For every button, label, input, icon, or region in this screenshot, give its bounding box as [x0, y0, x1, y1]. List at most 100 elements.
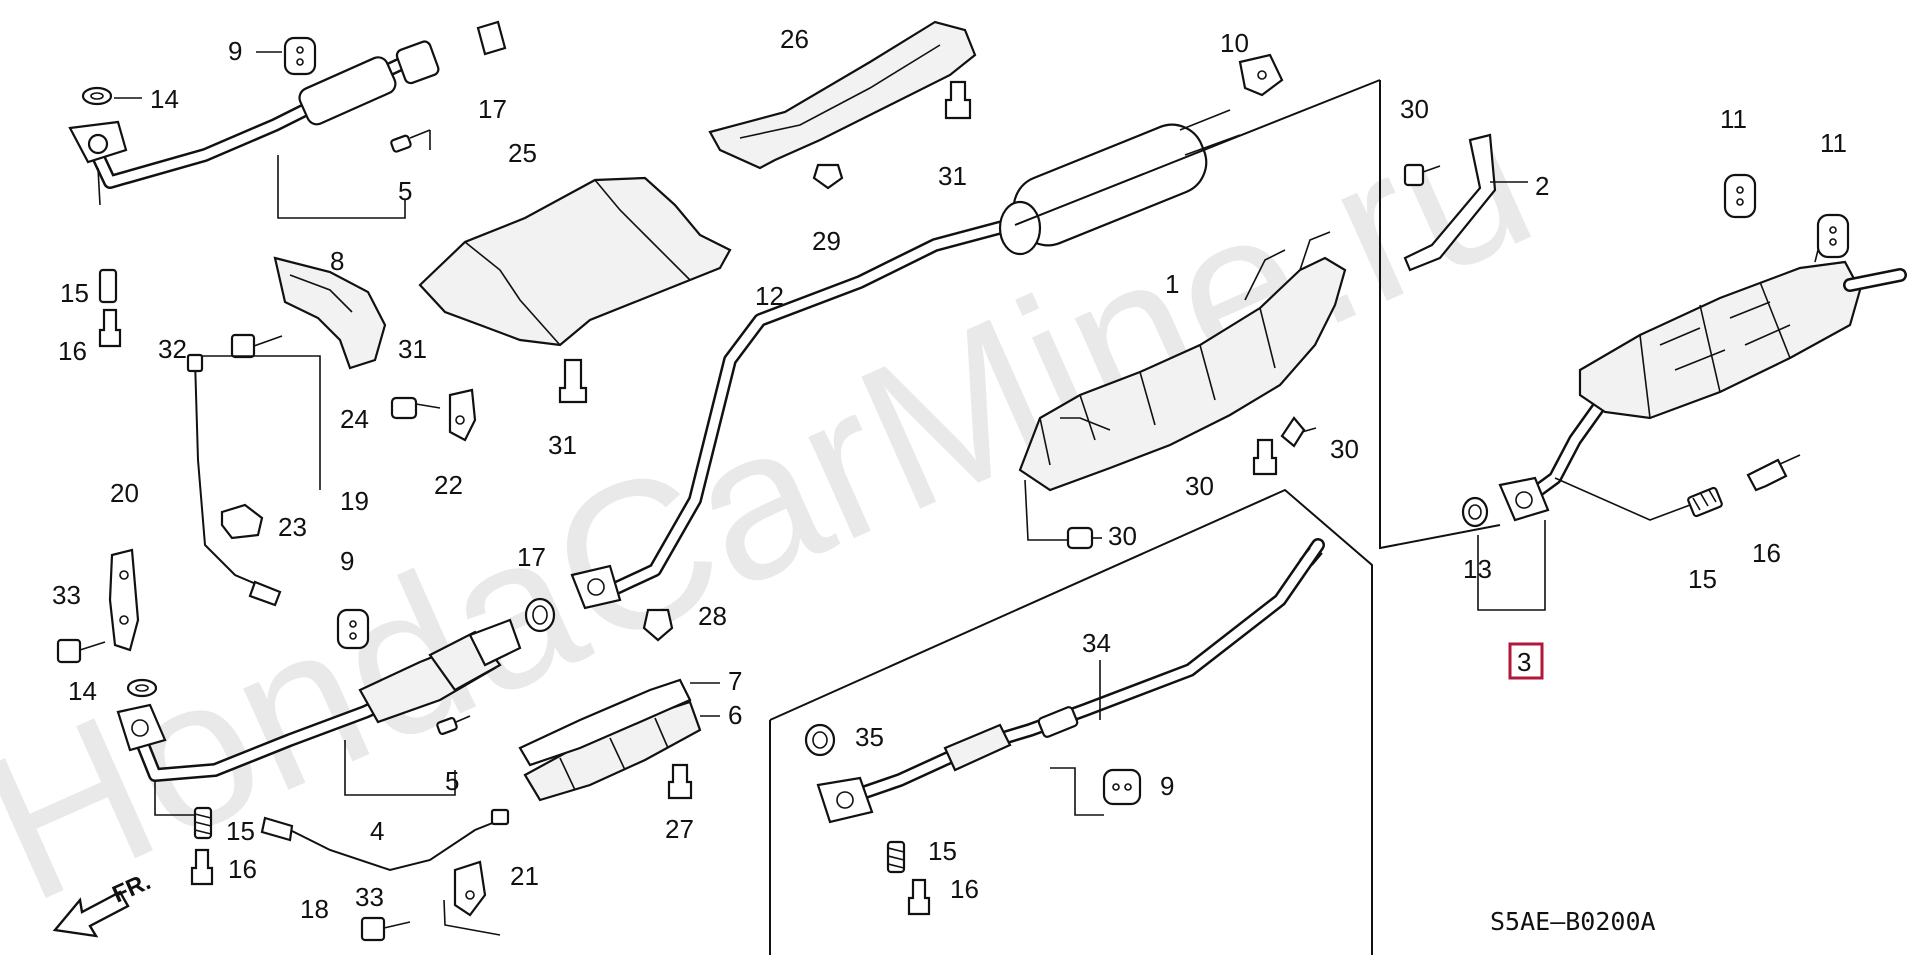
callout-16-bottom[interactable]: 16 — [228, 854, 257, 884]
bolt-5-bottom[interactable] — [436, 715, 471, 735]
heat-shield-25[interactable] — [418, 176, 732, 347]
pipe-34[interactable] — [816, 538, 1325, 824]
heat-shield-1[interactable] — [1018, 231, 1347, 492]
bolt-31-top[interactable] — [944, 80, 972, 120]
spring-15-center[interactable] — [886, 840, 906, 874]
flange-bracket-10[interactable] — [1238, 53, 1284, 97]
ring-35[interactable] — [804, 723, 836, 757]
spring-15-right[interactable] — [1687, 486, 1723, 518]
bolt-32[interactable] — [230, 333, 283, 359]
oxygen-sensor-19[interactable] — [186, 353, 282, 607]
callout-12[interactable]: 12 — [755, 281, 784, 311]
heat-shield-26[interactable] — [708, 20, 977, 170]
callout-24[interactable]: 24 — [340, 404, 369, 434]
callout-15-right[interactable]: 15 — [1688, 564, 1717, 594]
clip-23[interactable] — [220, 503, 264, 540]
gasket-13[interactable] — [1461, 496, 1489, 528]
callout-5-bottom[interactable]: 5 — [445, 766, 459, 796]
callout-16-center[interactable]: 16 — [950, 874, 979, 904]
callout-33-top[interactable]: 33 — [52, 580, 81, 610]
callout-9-mid[interactable]: 9 — [340, 546, 354, 576]
heat-shield-24[interactable] — [273, 256, 387, 370]
bracket-20[interactable] — [108, 548, 140, 652]
bolt-31-left[interactable] — [390, 396, 441, 420]
callout-27[interactable]: 27 — [665, 814, 694, 844]
callout-15-center[interactable]: 15 — [928, 836, 957, 866]
callout-6[interactable]: 6 — [728, 700, 742, 730]
callout-23[interactable]: 23 — [278, 512, 307, 542]
bolt-16-center[interactable] — [907, 878, 931, 916]
bolt-5-top[interactable] — [390, 129, 431, 153]
bolt-16-bottom[interactable] — [190, 848, 214, 886]
gasket-14-top[interactable] — [81, 86, 113, 106]
rubber-mount-9-bottom[interactable] — [1102, 768, 1142, 806]
callout-7[interactable]: 7 — [728, 666, 742, 696]
callout-33-bottom[interactable]: 33 — [355, 882, 384, 912]
front-pipe-assembly-top[interactable] — [68, 40, 440, 206]
bolt-27[interactable] — [667, 763, 693, 800]
rubber-mount-11-a[interactable] — [1723, 173, 1757, 219]
nut-29[interactable] — [812, 163, 844, 190]
bolt-33-bottom[interactable] — [360, 916, 411, 942]
callout-30-c[interactable]: 30 — [1330, 434, 1359, 464]
callout-31-mid[interactable]: 31 — [548, 430, 577, 460]
callout-18[interactable]: 18 — [300, 894, 329, 924]
callout-13[interactable]: 13 — [1463, 554, 1492, 584]
rubber-mount-11-b[interactable] — [1816, 213, 1850, 259]
callout-21[interactable]: 21 — [510, 861, 539, 891]
bolt-31-mid[interactable] — [558, 358, 588, 404]
bolt-30-a[interactable] — [1403, 163, 1441, 187]
callout-20[interactable]: 20 — [110, 478, 139, 508]
callout-16-top[interactable]: 16 — [58, 336, 87, 366]
callout-30-a[interactable]: 30 — [1400, 94, 1429, 124]
callout-26[interactable]: 26 — [780, 24, 809, 54]
callout-34[interactable]: 34 — [1082, 628, 1111, 658]
callout-25[interactable]: 25 — [508, 138, 537, 168]
bolt-30-c[interactable] — [1280, 416, 1317, 448]
callout-31-top[interactable]: 31 — [938, 161, 967, 191]
callout-35[interactable]: 35 — [855, 722, 884, 752]
callout-1[interactable]: 1 — [1165, 269, 1179, 299]
callout-15-bottom[interactable]: 15 — [226, 816, 255, 846]
bolt-16-right[interactable] — [1746, 454, 1801, 492]
callout-28[interactable]: 28 — [698, 601, 727, 631]
callout-5-top[interactable]: 5 — [398, 176, 412, 206]
callout-11-b[interactable]: 11 — [1820, 128, 1847, 158]
bolt-33-top[interactable] — [56, 638, 106, 664]
hanger-bracket-2[interactable] — [1403, 133, 1497, 272]
ring-17-top[interactable] — [476, 20, 507, 56]
callout-32[interactable]: 32 — [158, 334, 187, 364]
muffler-assembly-3[interactable] — [1498, 239, 1907, 522]
callout-31-left[interactable]: 31 — [398, 334, 427, 364]
gasket-14-bottom[interactable] — [126, 678, 158, 698]
callout-9-top[interactable]: 9 — [228, 36, 242, 66]
bracket-21[interactable] — [453, 860, 487, 917]
callout-3[interactable]: 3 — [1517, 647, 1531, 677]
callout-22[interactable]: 22 — [434, 470, 463, 500]
callout-10[interactable]: 10 — [1220, 28, 1249, 58]
callout-15-top[interactable]: 15 — [60, 278, 89, 308]
front-pipe-assembly-4[interactable] — [116, 618, 522, 782]
spring-15-top[interactable] — [98, 268, 118, 304]
callout-30-b[interactable]: 30 — [1185, 471, 1214, 501]
callout-14-top[interactable]: 14 — [150, 84, 179, 114]
callout-4[interactable]: 4 — [370, 816, 384, 846]
callout-14-bottom[interactable]: 14 — [68, 676, 97, 706]
spring-15-bottom[interactable] — [193, 806, 213, 840]
callout-2[interactable]: 2 — [1535, 171, 1549, 201]
callout-9-bottom[interactable]: 9 — [1160, 771, 1174, 801]
oxygen-sensor-18[interactable] — [260, 808, 510, 872]
bracket-22[interactable] — [448, 388, 477, 442]
bolt-30-b[interactable] — [1252, 438, 1278, 476]
ring-17-mid[interactable] — [524, 597, 556, 633]
callout-17-mid[interactable]: 17 — [517, 542, 546, 572]
callout-19[interactable]: 19 — [340, 486, 369, 516]
bolt-28[interactable] — [642, 608, 674, 642]
callout-11-a[interactable]: 11 — [1720, 104, 1747, 134]
bolt-16-top[interactable] — [98, 308, 122, 348]
callout-30-d[interactable]: 30 — [1108, 521, 1137, 551]
callout-8[interactable]: 8 — [330, 246, 344, 276]
callout-17-top[interactable]: 17 — [478, 94, 507, 124]
heat-cover-7[interactable] — [518, 678, 692, 767]
rubber-mount-9-top[interactable] — [283, 36, 317, 76]
